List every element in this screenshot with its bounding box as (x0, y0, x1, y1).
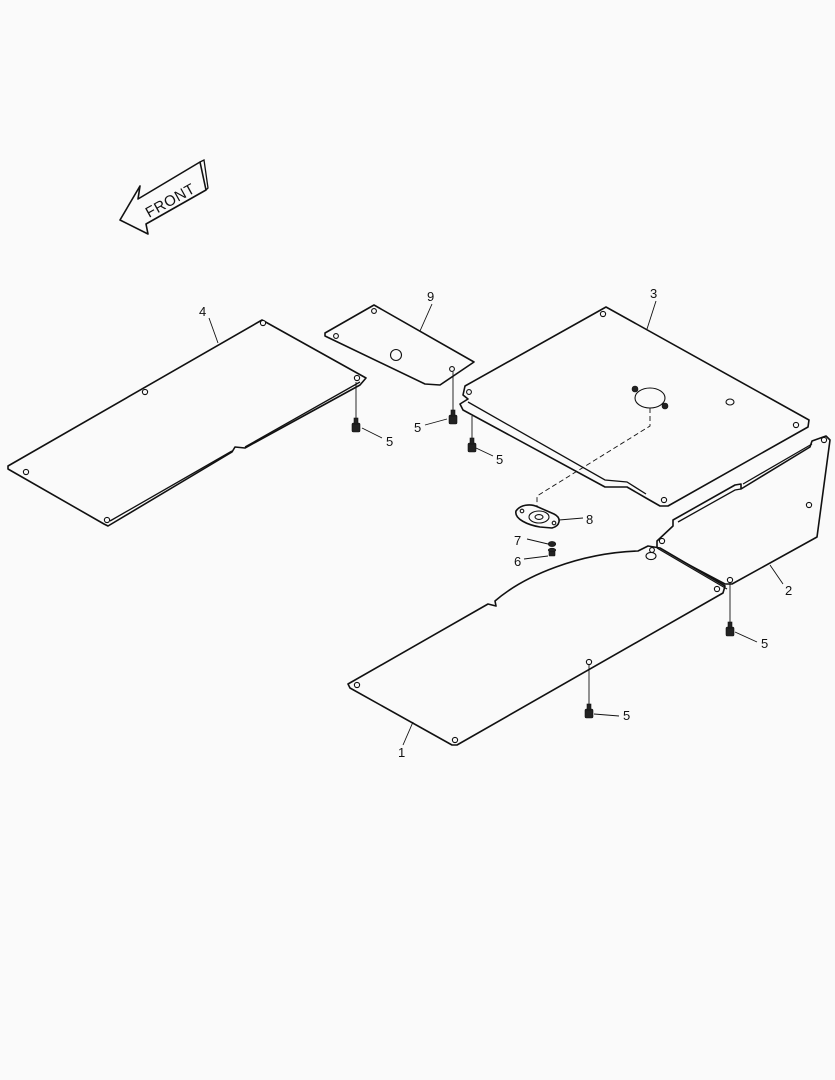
floor-plate-4 (7, 319, 367, 527)
bolt-5-e (584, 665, 594, 719)
callout-5-c: 5 (496, 452, 503, 467)
callout-8: 8 (586, 512, 593, 527)
bolt-5-b (448, 372, 458, 425)
washer-7 (547, 541, 557, 547)
callout-1: 1 (398, 745, 405, 760)
callout-6: 6 (514, 554, 521, 569)
callout-5-e: 5 (623, 708, 630, 723)
callout-7: 7 (514, 533, 521, 548)
callout-5-d: 5 (761, 636, 768, 651)
bolt-5-a (351, 382, 361, 433)
callout-9: 9 (427, 289, 434, 304)
callout-3: 3 (650, 286, 657, 301)
cover-plate-9 (324, 304, 475, 386)
side-panel-2 (656, 435, 831, 585)
grommet-8 (515, 504, 560, 529)
callout-2: 2 (785, 583, 792, 598)
bolt-5-d (725, 583, 735, 637)
floor-plate-1 (347, 545, 728, 746)
leader-lines (208, 300, 784, 746)
callout-5-b: 5 (414, 420, 421, 435)
bolt-5-c (467, 416, 477, 453)
bolt-6 (547, 547, 557, 557)
front-direction-arrow: FRONT (119, 159, 209, 235)
callout-5-a: 5 (386, 434, 393, 449)
callout-4: 4 (199, 304, 206, 319)
